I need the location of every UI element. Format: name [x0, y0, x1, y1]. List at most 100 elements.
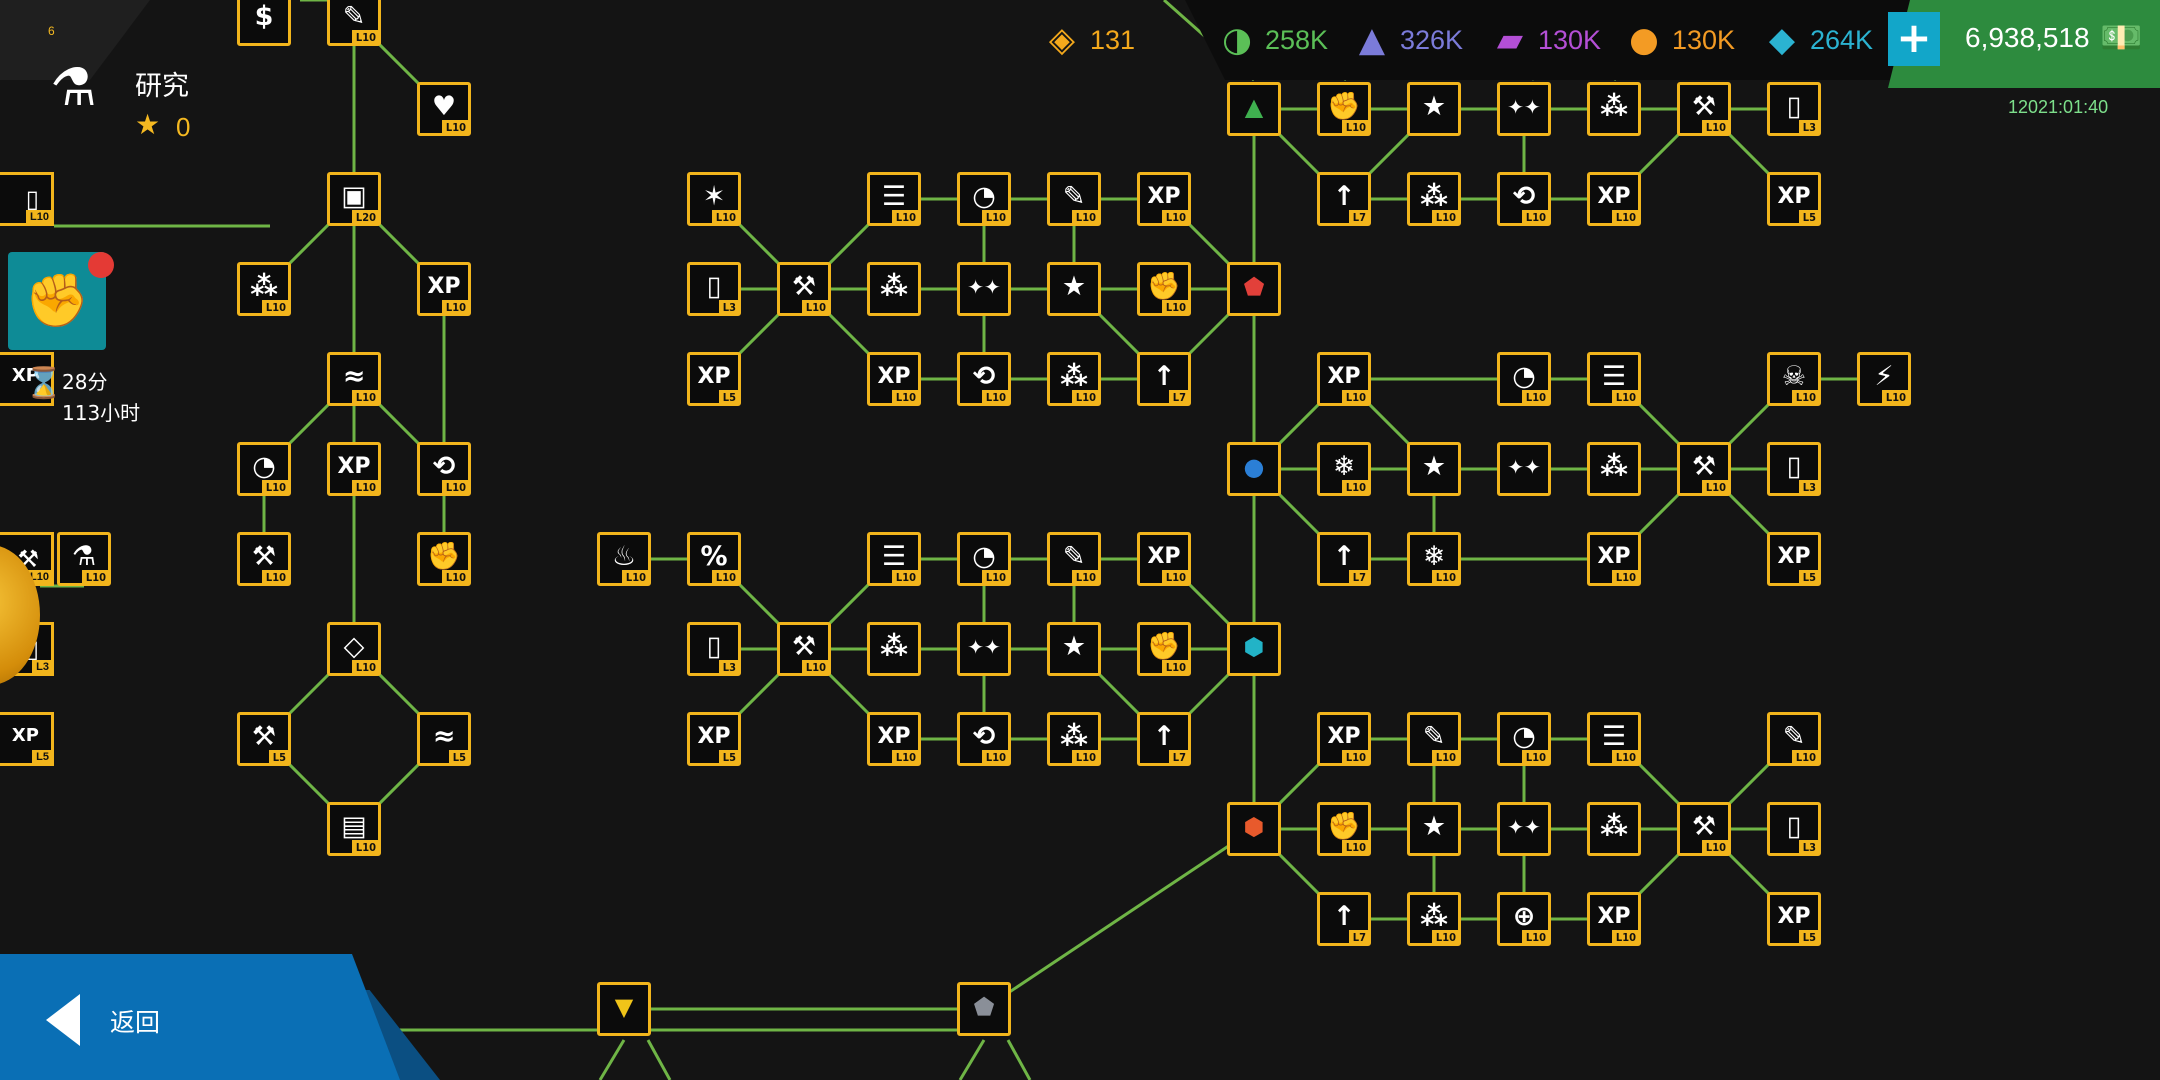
research-node-e3[interactable]: ◔L10 [1497, 712, 1551, 766]
research-node-n13[interactable]: ◇L10 [327, 622, 381, 676]
research-node-a9[interactable]: ✦✦ [957, 262, 1011, 316]
research-node-n16[interactable]: ▤L10 [327, 802, 381, 856]
research-node-a6[interactable]: ▯L3 [687, 262, 741, 316]
research-node-n4[interactable]: ▣L20 [327, 172, 381, 226]
research-node-n8[interactable]: ◔L10 [237, 442, 291, 496]
back-button-label[interactable]: 返回 [110, 1008, 161, 1037]
research-node-d12[interactable]: ↑L7 [1317, 532, 1371, 586]
research-node-c5[interactable]: ⚒L10 [1677, 82, 1731, 136]
research-core-node-k1[interactable]: ▲ [1227, 82, 1281, 136]
research-node-offscreen[interactable]: XP [0, 352, 54, 406]
research-node-d11[interactable]: ▯L3 [1767, 442, 1821, 496]
research-node-d5[interactable]: ⚡L10 [1857, 352, 1911, 406]
research-node-n5[interactable]: ⁂L10 [237, 262, 291, 316]
research-node-a8[interactable]: ⁂ [867, 262, 921, 316]
research-core-node-k4[interactable]: ⬢ [1227, 622, 1281, 676]
research-core-node-k7[interactable]: ⬟ [957, 982, 1011, 1036]
resource-item[interactable]: ◑258K [1215, 18, 1328, 62]
research-node-b16[interactable]: ↑L7 [1137, 712, 1191, 766]
research-node-d13[interactable]: ❄L10 [1407, 532, 1461, 586]
resource-item[interactable]: ●130K [1622, 18, 1735, 62]
research-node-d2[interactable]: ◔L10 [1497, 352, 1551, 406]
research-node-e2[interactable]: ✎L10 [1407, 712, 1461, 766]
research-node-e9[interactable]: ⁂ [1587, 802, 1641, 856]
research-node-d4[interactable]: ☠L10 [1767, 352, 1821, 406]
research-node-a14[interactable]: ⟲L10 [957, 352, 1011, 406]
research-core-node-k6[interactable]: ▼ [597, 982, 651, 1036]
research-node-d6[interactable]: ❄L10 [1317, 442, 1371, 496]
research-node-b8[interactable]: ⁂ [867, 622, 921, 676]
research-node-n17[interactable]: ⚗L10 [57, 532, 111, 586]
research-node-e7[interactable]: ★ [1407, 802, 1461, 856]
research-node-offscreen[interactable]: ▯L10 [0, 172, 54, 226]
research-node-e5[interactable]: ✎L10 [1767, 712, 1821, 766]
research-node-c3[interactable]: ✦✦ [1497, 82, 1551, 136]
research-node-e13[interactable]: ⁂L10 [1407, 892, 1461, 946]
research-node-b2[interactable]: ☰L10 [867, 532, 921, 586]
research-node-b4[interactable]: ✎L10 [1047, 532, 1101, 586]
research-node-d3[interactable]: ☰L10 [1587, 352, 1641, 406]
research-node-b7[interactable]: ⚒L10 [777, 622, 831, 676]
research-node-b0[interactable]: ♨L10 [597, 532, 651, 586]
research-node-c1[interactable]: ✊L10 [1317, 82, 1371, 136]
research-node-e4[interactable]: ☰L10 [1587, 712, 1641, 766]
research-node-b9[interactable]: ✦✦ [957, 622, 1011, 676]
research-node-n12[interactable]: ✊L10 [417, 532, 471, 586]
research-node-n1[interactable]: $ [237, 0, 291, 46]
research-node-a11[interactable]: ✊L10 [1137, 262, 1191, 316]
research-node-a7[interactable]: ⚒L10 [777, 262, 831, 316]
research-node-n2[interactable]: ✎L10 [327, 0, 381, 46]
research-node-c9[interactable]: ⟲L10 [1497, 172, 1551, 226]
research-node-n10[interactable]: ⟲L10 [417, 442, 471, 496]
research-node-a2[interactable]: ☰L10 [867, 172, 921, 226]
research-node-n15[interactable]: ≈L5 [417, 712, 471, 766]
research-node-b3[interactable]: ◔L10 [957, 532, 1011, 586]
resource-item[interactable]: ◈131 [1040, 18, 1135, 62]
research-flask-icon[interactable]: ⚗ [50, 58, 97, 118]
research-node-d7[interactable]: ★ [1407, 442, 1461, 496]
research-node-b1[interactable]: %L10 [687, 532, 741, 586]
research-node-e8[interactable]: ✦✦ [1497, 802, 1551, 856]
research-node-c6[interactable]: ▯L3 [1767, 82, 1821, 136]
research-node-c4[interactable]: ⁂ [1587, 82, 1641, 136]
research-node-e10[interactable]: ⚒L10 [1677, 802, 1731, 856]
research-node-n7[interactable]: ≈L10 [327, 352, 381, 406]
research-core-node-k3[interactable]: ● [1227, 442, 1281, 496]
research-node-a10[interactable]: ★ [1047, 262, 1101, 316]
research-node-e6[interactable]: ✊L10 [1317, 802, 1371, 856]
resource-item[interactable]: ▰130K [1488, 18, 1601, 62]
research-node-c8[interactable]: ⁂L10 [1407, 172, 1461, 226]
resource-item[interactable]: ◆264K [1760, 18, 1873, 62]
research-node-c7[interactable]: ↑L7 [1317, 172, 1371, 226]
research-node-e11[interactable]: ▯L3 [1767, 802, 1821, 856]
research-node-c2[interactable]: ★ [1407, 82, 1461, 136]
research-node-b6[interactable]: ▯L3 [687, 622, 741, 676]
research-node-a15[interactable]: ⁂L10 [1047, 352, 1101, 406]
back-arrow-icon[interactable] [46, 994, 80, 1046]
research-core-node-k5[interactable]: ⬢ [1227, 802, 1281, 856]
research-node-n14[interactable]: ⚒L5 [237, 712, 291, 766]
research-node-e12[interactable]: ↑L7 [1317, 892, 1371, 946]
research-node-a4[interactable]: ✎L10 [1047, 172, 1101, 226]
research-node-d8[interactable]: ✦✦ [1497, 442, 1551, 496]
research-node-a1[interactable]: ✶L10 [687, 172, 741, 226]
add-cash-button[interactable]: + [1888, 12, 1940, 66]
research-node-b10[interactable]: ★ [1047, 622, 1101, 676]
resource-item[interactable]: ▲326K [1350, 18, 1463, 62]
research-node-d9[interactable]: ⁂ [1587, 442, 1641, 496]
